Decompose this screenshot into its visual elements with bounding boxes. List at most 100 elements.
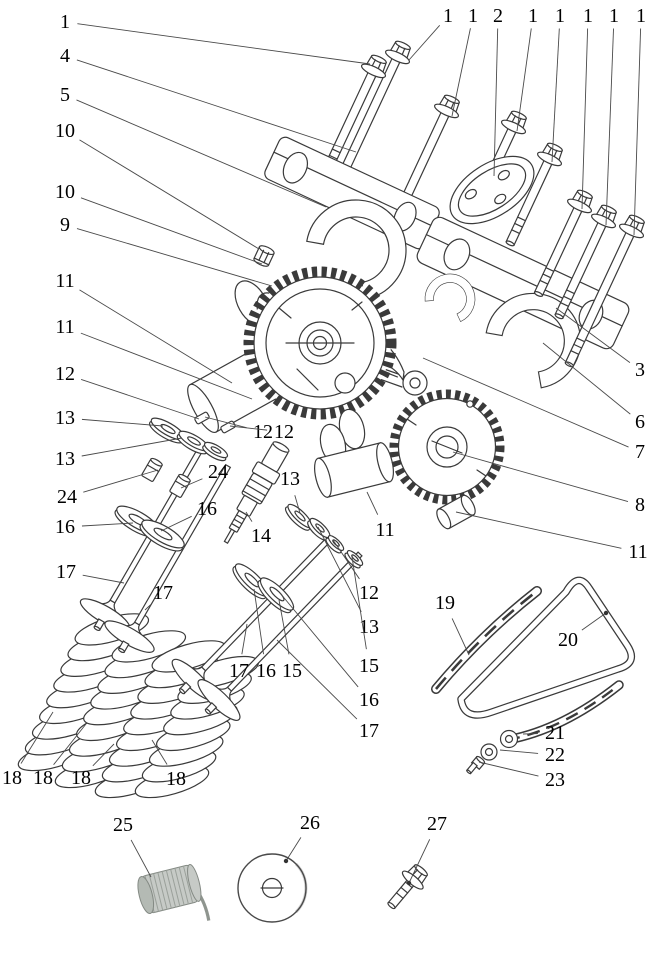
callout-number: 12 xyxy=(55,363,75,385)
flange-bolt xyxy=(533,189,593,297)
callout-number: 26 xyxy=(300,812,320,834)
spring-seat-washer xyxy=(176,430,210,455)
callout-number: 12 xyxy=(253,421,273,443)
spring-seat-washer xyxy=(139,519,185,552)
callout-number: 11 xyxy=(375,519,394,541)
callout-number: 10 xyxy=(55,181,75,203)
callout-4: 4 xyxy=(60,45,357,153)
shaft-key xyxy=(194,411,210,425)
flange-bolt xyxy=(320,54,387,179)
callout-number: 15 xyxy=(282,660,302,682)
callout-7: 7 xyxy=(422,357,645,463)
leader-dot xyxy=(406,880,412,886)
callout-16: 16 xyxy=(279,592,379,711)
torsion-spring xyxy=(137,863,211,921)
callout-number: 13 xyxy=(280,468,300,490)
callout-number: 17 xyxy=(56,561,76,583)
callout-number: 6 xyxy=(635,411,645,433)
callout-11: 11 xyxy=(55,316,253,400)
callout-12: 12 xyxy=(204,416,273,443)
callout-17: 17 xyxy=(276,639,379,742)
callout-11: 11 xyxy=(455,511,648,563)
callout-16: 16 xyxy=(253,588,276,682)
callout-number: 1 xyxy=(443,5,453,27)
callout-number: 18 xyxy=(71,767,91,789)
flange-bolt xyxy=(387,864,428,910)
callout-number: 17 xyxy=(153,582,173,604)
washer-plate xyxy=(237,853,308,923)
callout-number: 1 xyxy=(583,5,593,27)
valve-stem-seal xyxy=(141,457,163,482)
callout-number: 1 xyxy=(609,5,619,27)
callout-9: 9 xyxy=(60,214,273,287)
callout-13: 13 xyxy=(280,468,301,514)
spring-seat-washer xyxy=(284,503,313,531)
spring-seat-washer xyxy=(257,577,295,614)
leader-dot xyxy=(603,610,609,616)
chain-tensioner-rail xyxy=(499,680,624,749)
callout-1: 1 xyxy=(633,5,646,236)
callout-number: 4 xyxy=(60,45,70,67)
spark-plug xyxy=(223,441,290,544)
callout-18: 18 xyxy=(151,739,186,790)
spring-seat-washer xyxy=(202,441,229,462)
callout-number: 12 xyxy=(274,421,294,443)
callout-20: 20 xyxy=(558,610,609,651)
callout-number: 23 xyxy=(545,769,565,791)
spring-seat-washer xyxy=(148,417,186,444)
callout-2: 2 xyxy=(493,5,503,177)
callout-number: 1 xyxy=(555,5,565,27)
callout-10: 10 xyxy=(55,181,263,265)
callout-13: 13 xyxy=(55,407,164,429)
callout-15: 15 xyxy=(278,599,302,682)
exhaust-sprocket xyxy=(389,389,505,505)
callout-18: 18 xyxy=(33,723,87,789)
callout-26: 26 xyxy=(283,812,320,864)
callout-number: 13 xyxy=(55,407,75,429)
callout-number: 18 xyxy=(2,767,22,789)
tensioner-tip-bolt xyxy=(466,761,478,775)
camshaft2-journal xyxy=(314,442,394,498)
callout-1: 1 xyxy=(451,5,478,117)
callout-number: 12 xyxy=(359,582,379,604)
camshaft-sprocket xyxy=(243,266,397,420)
callout-number: 1 xyxy=(528,5,538,27)
callout-number: 16 xyxy=(197,498,217,520)
callout-17: 17 xyxy=(229,623,249,682)
callout-number: 11 xyxy=(628,541,647,563)
callout-number: 24 xyxy=(57,486,77,508)
leader-dot xyxy=(283,858,289,864)
callout-1: 1 xyxy=(516,5,538,132)
poppet-valve xyxy=(171,535,333,701)
callout-12: 12 xyxy=(55,363,200,420)
callout-22: 22 xyxy=(499,744,565,766)
callout-24: 24 xyxy=(57,469,159,508)
callout-8: 8 xyxy=(452,451,645,516)
callout-11: 11 xyxy=(55,270,233,384)
callout-number: 7 xyxy=(635,441,645,463)
poppet-valve xyxy=(197,551,363,721)
cap-nut xyxy=(253,245,275,267)
vvt-plate xyxy=(449,155,535,225)
callout-1: 1 xyxy=(605,5,619,226)
callout-number: 14 xyxy=(251,525,271,547)
callout-5: 5 xyxy=(60,84,327,208)
callout-23: 23 xyxy=(478,761,565,791)
callout-18: 18 xyxy=(2,711,54,789)
callout-number: 18 xyxy=(166,768,186,790)
callout-number: 13 xyxy=(55,448,75,470)
callout-1: 1 xyxy=(60,11,371,65)
callout-number: 21 xyxy=(545,722,565,744)
callout-21: 21 xyxy=(522,722,565,744)
callout-16: 16 xyxy=(55,516,134,538)
callout-number: 8 xyxy=(635,494,645,516)
callout-number: 1 xyxy=(636,5,646,27)
callout-1: 1 xyxy=(581,5,593,210)
timing-chain xyxy=(457,576,636,719)
callout-16: 16 xyxy=(160,498,217,532)
callout-number: 17 xyxy=(229,660,249,682)
callout-number: 9 xyxy=(60,214,70,236)
flange-bolt xyxy=(505,142,563,247)
